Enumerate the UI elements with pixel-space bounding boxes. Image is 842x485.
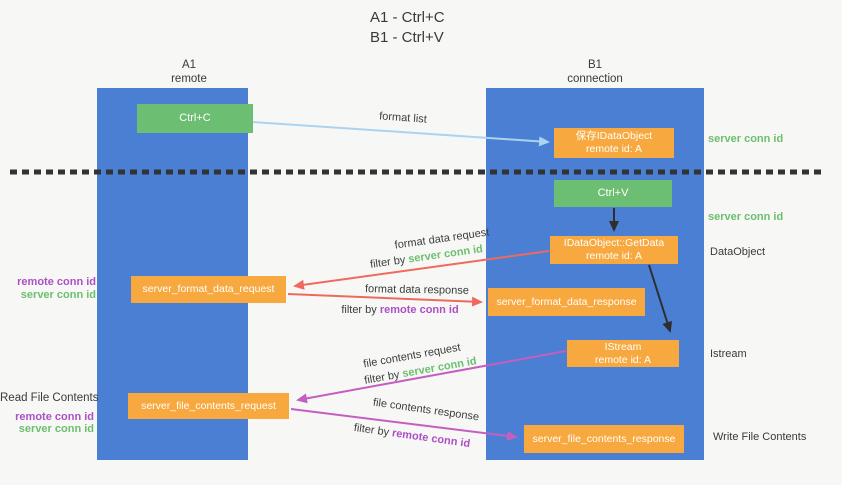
node-server-file-contents-request-label: server_file_contents_request [141, 399, 276, 412]
right-server-conn-id-bottom: server conn id [708, 211, 784, 223]
filter-by-text: filter by [369, 254, 407, 271]
node-server-format-data-response-label: server_format_data_response [496, 295, 637, 308]
left-server-conn-id: server conn id [20, 288, 96, 301]
filter-by-text: filter by [353, 421, 390, 439]
node-server-file-contents-request: server_file_contents_request [128, 393, 289, 419]
right-istream-label: Istream [710, 348, 747, 360]
node-save-idataobject-line1: 保存IDataObject [575, 130, 653, 142]
node-save-idataobject: 保存IDataObject remote id: A [554, 128, 674, 158]
right-write-file-contents-label: Write File Contents [713, 431, 807, 443]
title-line-2: B1 - Ctrl+V [370, 29, 444, 46]
filter-by-text: filter by [363, 368, 401, 387]
node-server-format-data-request-label: server_format_data_request [142, 283, 275, 295]
left-server-conn-id-2: server conn id [18, 423, 94, 435]
remote-conn-id-term: remote conn id [391, 427, 471, 451]
filter-by-text: filter by [341, 304, 377, 316]
label-format-data-response: format data response [364, 283, 470, 297]
node-server-file-contents-response-label: server_file_contents_response [532, 432, 676, 445]
right-column-role: connection [567, 73, 623, 85]
label-file-contents-response: file contents response [372, 396, 480, 424]
right-server-conn-id-top: server conn id [708, 133, 784, 145]
left-remote-conn-id: remote conn id [17, 276, 96, 288]
left-remote-conn-id-2: remote conn id [15, 410, 94, 423]
node-ctrl-c-label: Ctrl+C [179, 112, 211, 124]
left-read-file-contents-block: Read File Contents remote conn id server… [0, 392, 99, 436]
node-save-idataobject-line2: remote id: A [585, 143, 643, 155]
left-conn-id-labels: remote conn id server conn id [0, 276, 96, 301]
right-column-header: B1 connection [486, 58, 704, 86]
node-ctrl-c: Ctrl+C [137, 104, 253, 133]
label-format-list: format list [378, 110, 428, 126]
node-istream-line2: remote id: A [594, 353, 652, 366]
right-dataobject-label: DataObject [710, 246, 766, 258]
left-column-id: A1 [181, 59, 197, 71]
read-file-contents-label: Read File Contents [0, 392, 99, 404]
label-filter-by-remote-conn-id-1: filter by remote conn id [329, 304, 471, 316]
node-idataobject-getdata-line2: remote id: A [585, 250, 643, 262]
diagram-title: A1 - Ctrl+C B1 - Ctrl+V [370, 8, 445, 48]
node-server-format-data-response: server_format_data_response [488, 288, 645, 316]
node-idataobject-getdata: IDataObject::GetData remote id: A [550, 236, 678, 264]
node-server-file-contents-response: server_file_contents_response [524, 425, 684, 453]
remote-conn-id-term: remote conn id [379, 304, 459, 316]
node-idataobject-getdata-line1: IDataObject::GetData [563, 237, 665, 249]
node-istream-line1: IStream [604, 340, 642, 353]
left-column-role: remote [171, 73, 207, 85]
node-ctrl-v-label: Ctrl+V [597, 187, 629, 199]
right-column-id: B1 [587, 59, 603, 71]
node-ctrl-v: Ctrl+V [554, 180, 672, 207]
label-filter-by-remote-conn-id-2: filter by remote conn id [341, 420, 483, 452]
left-column-header: A1 remote [114, 58, 264, 86]
node-istream: IStream remote id: A [567, 340, 679, 367]
node-server-format-data-request: server_format_data_request [131, 276, 286, 303]
title-line-1: A1 - Ctrl+C [370, 9, 445, 26]
